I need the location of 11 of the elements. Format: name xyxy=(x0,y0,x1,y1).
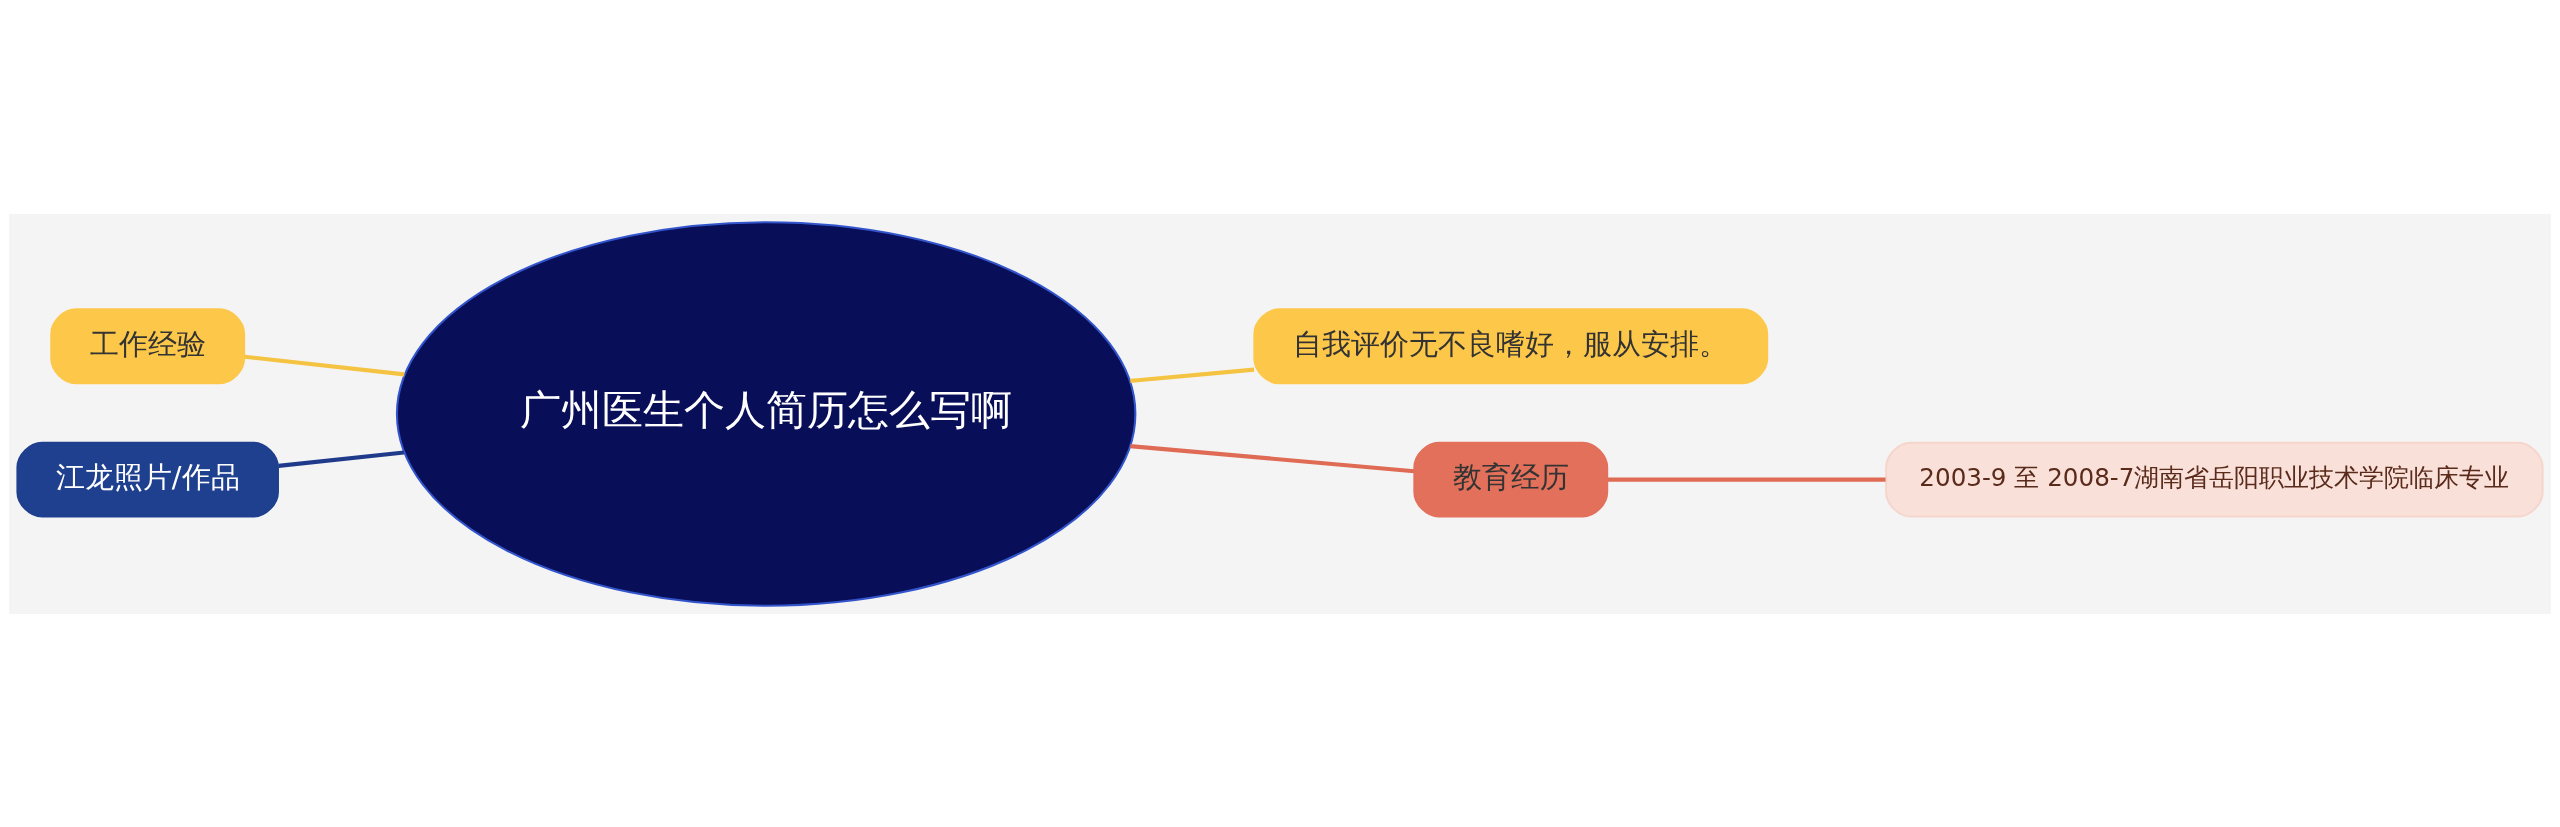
node-box: 工作经验 xyxy=(50,307,246,384)
connector xyxy=(1130,367,1255,383)
connector xyxy=(1130,443,1415,473)
connector xyxy=(278,449,405,468)
connector xyxy=(1607,477,1886,482)
node-box: 自我评价无不良嗜好，服从安排。 xyxy=(1253,307,1769,384)
node-box: 江龙照片/作品 xyxy=(16,441,279,518)
node-box: 教育经历 xyxy=(1413,441,1609,518)
node-box: 2003-9 至 2008-7湖南省岳阳职业技术学院临床专业 xyxy=(1885,441,2544,518)
node-ellipse: 广州医生个人简历怎么写啊 xyxy=(395,220,1137,607)
connector xyxy=(244,354,405,376)
